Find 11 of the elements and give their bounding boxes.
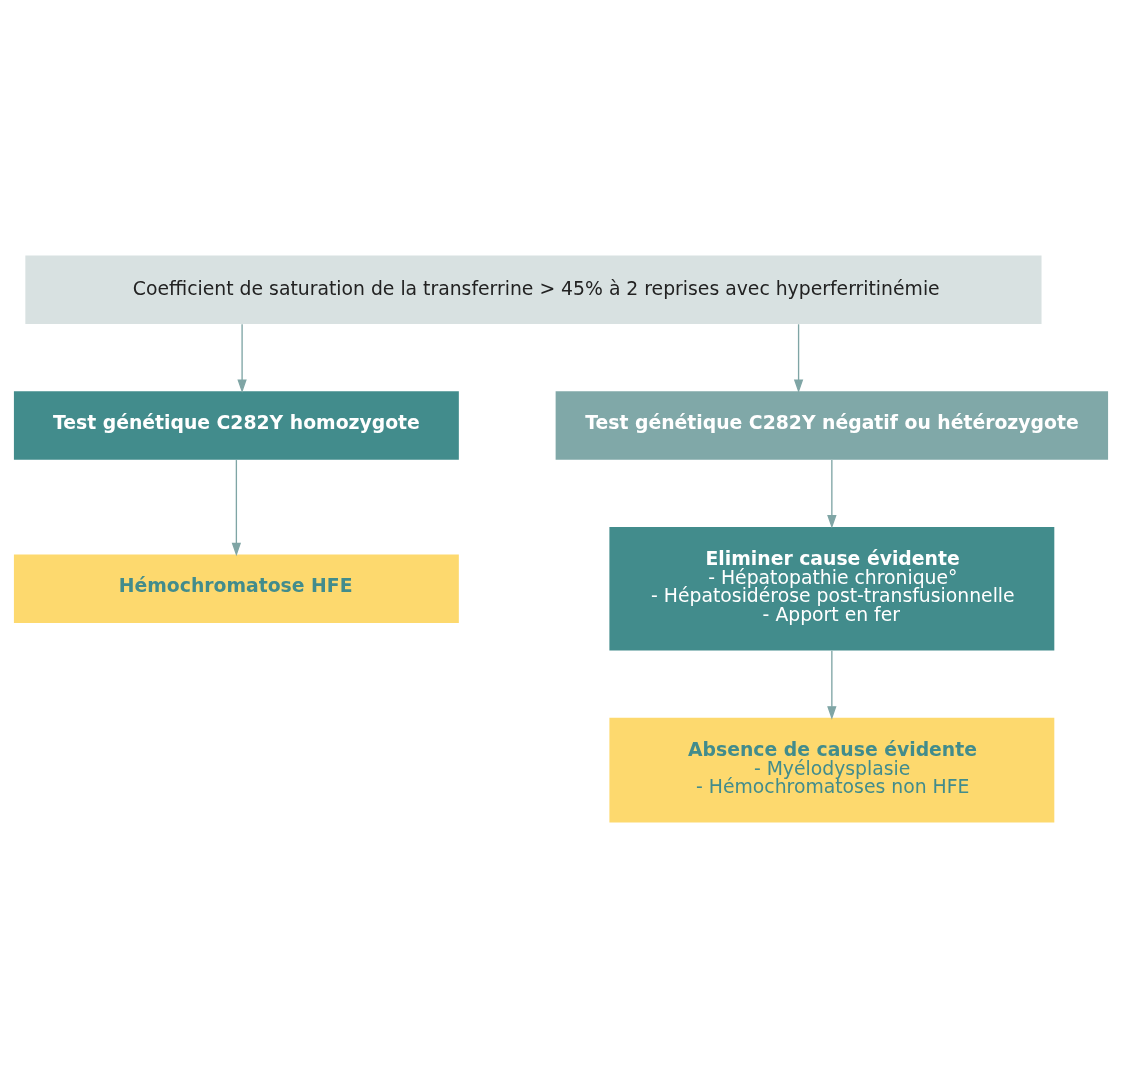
arrow [231,459,242,557]
node-box: Test génétique C282Y négatif ou hétérozygote [555,391,1109,460]
arrow [827,650,837,720]
node-box: Test génétique C282Y homozygote [13,391,459,460]
node-box: Hémochromatose HFE [13,554,459,623]
node-box: Eliminer cause évidente - Hépatopathie chronique° - Hépatosidérose post-transfusionnelle - Apport en fer [609,526,1055,651]
node-box: Absence de cause évidente - Myélodysplasie - Hémochromatoses non HFE [609,717,1055,823]
arrow [793,323,804,393]
arrow [827,459,837,529]
arrow [237,323,247,393]
node-box: Coefficient de saturation de la transferrine > 45% à 2 reprises avec hyperferritinémie [25,255,1042,324]
